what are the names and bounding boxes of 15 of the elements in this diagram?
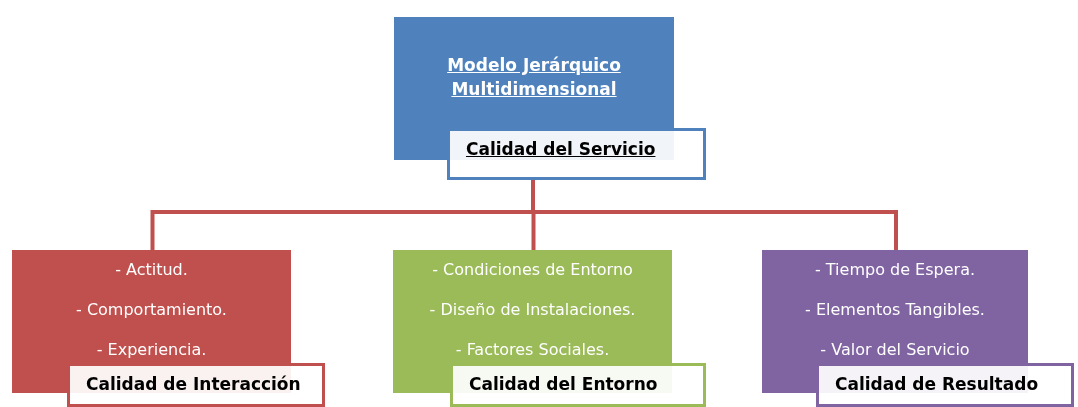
category-label: Calidad de Interacción [67,363,325,407]
category-label: Calidad del Servicio [447,128,706,180]
list-item: - Elementos Tangibles. [805,300,985,320]
list-item: - Experiencia. [96,340,207,360]
list-item: - Actitud. [115,260,188,280]
list-item: - Factores Sociales. [455,340,610,360]
list-item: - Comportamiento. [76,300,227,320]
list-item: - Tiempo de Espera. [814,260,975,280]
list-item: - Diseño de Instalaciones. [429,300,636,320]
heading: Modelo Jerárquico Multidimensional [446,54,622,101]
list-item: - Valor del Servicio [820,340,970,360]
category-label: Calidad de Resultado [816,363,1074,407]
connector-line [531,180,898,250]
list-item: - Condiciones de Entorno [432,260,633,280]
category-label: Calidad del Entorno [450,363,706,407]
